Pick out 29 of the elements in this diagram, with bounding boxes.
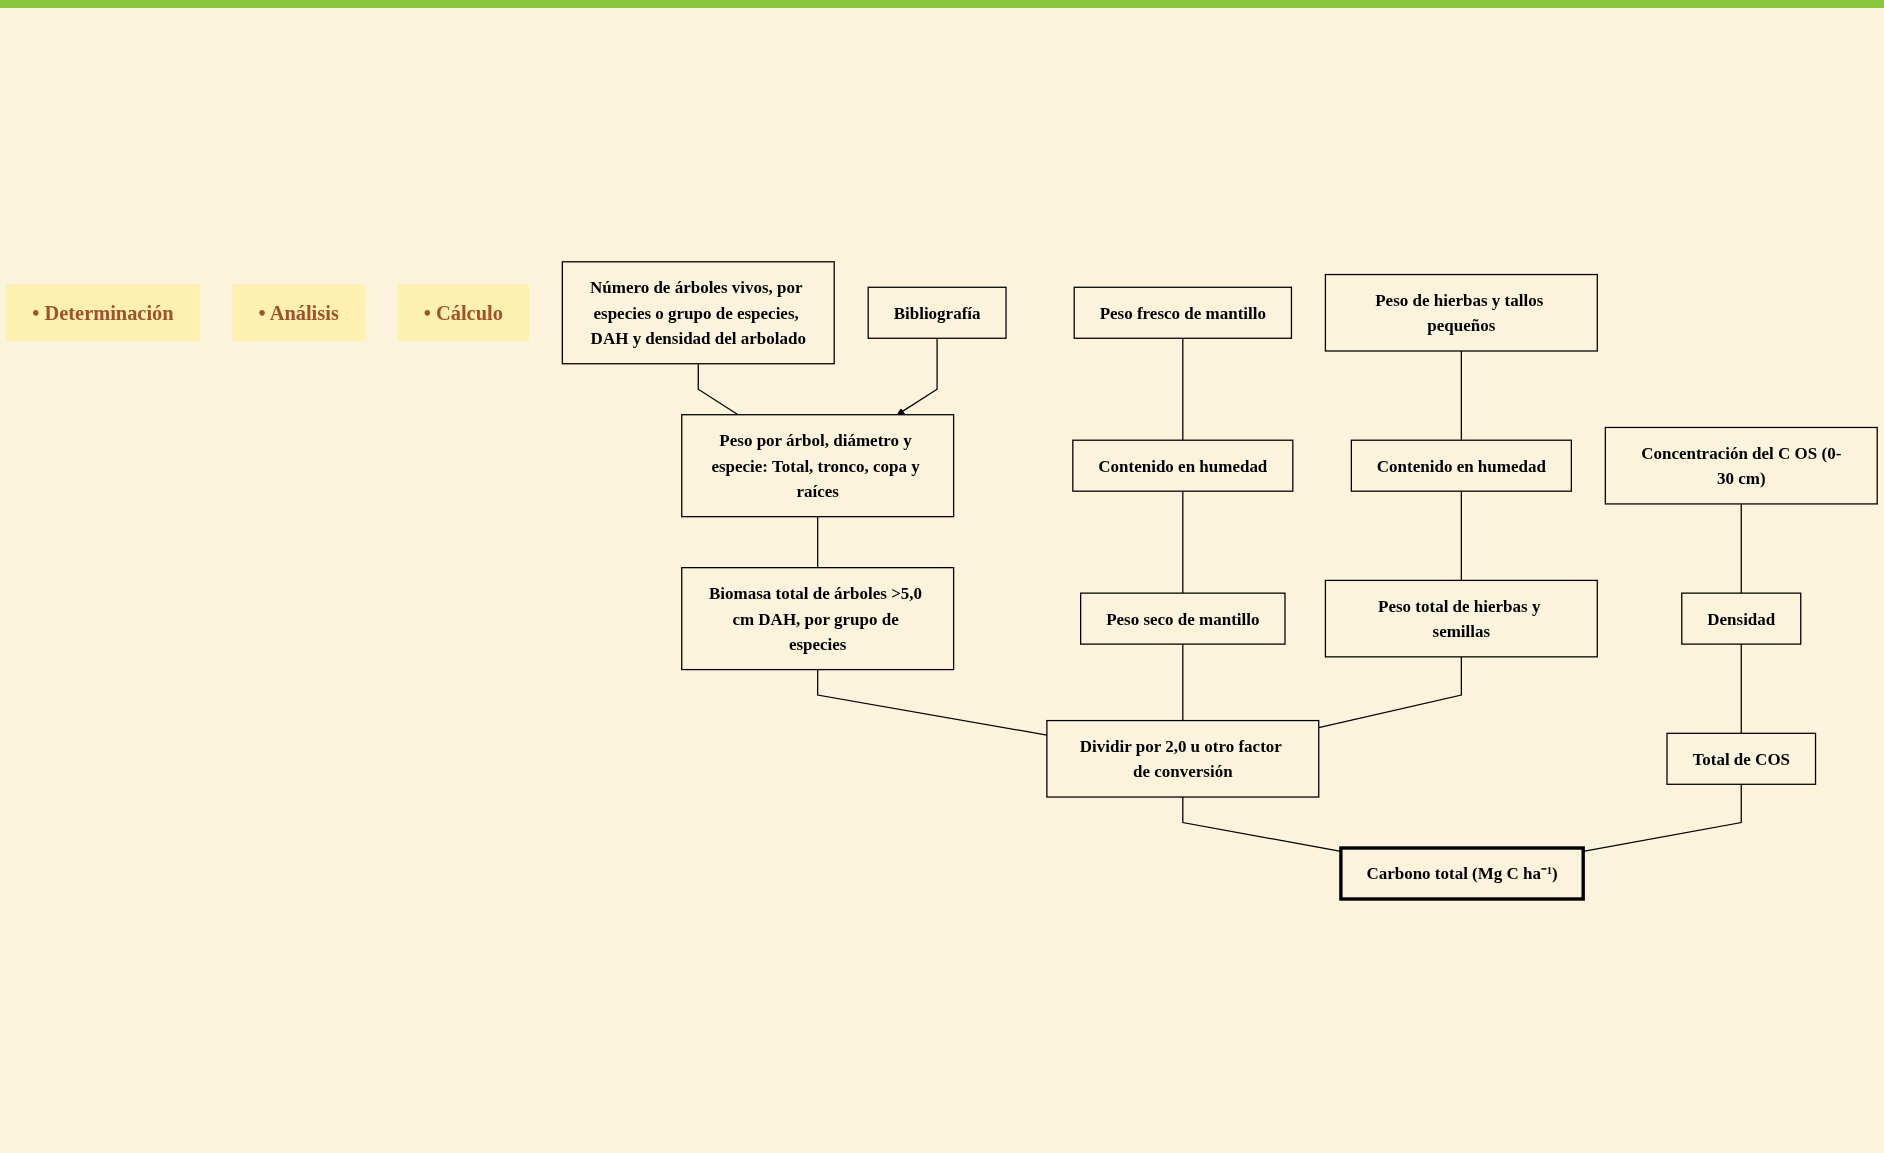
node-box: • Análisis (232, 284, 365, 342)
connector (1460, 350, 1462, 441)
connector (1740, 503, 1742, 594)
node-box: Concentración del C OS (0-30 cm) (1604, 426, 1878, 505)
node-box: Biomasa total de árboles >5,0 cm DAH, por grupo de especies (681, 567, 955, 671)
node-box: Contenido en humedad (1350, 439, 1572, 492)
node-box: Peso por árbol, diámetro y especie: Total, tronco, copa y raíces (681, 414, 955, 518)
connector (1182, 337, 1184, 441)
node-box: • Determinación (6, 284, 200, 342)
node-box: Total de COS (1666, 732, 1817, 786)
connector (1460, 490, 1462, 582)
node-box: Bibliografía (867, 286, 1007, 339)
arrow (896, 337, 938, 416)
node-box: Número de árboles vivos, por especies o grupo de especies, DAH y densidad del arbolado (561, 261, 835, 365)
connector (1182, 643, 1184, 722)
node-box: Peso fresco de mantillo (1073, 286, 1293, 339)
node-box: Peso total de hierbas y semillas (1324, 579, 1598, 658)
node-box: Peso de hierbas y tallos pequeños (1324, 274, 1598, 352)
node-box: Dividir por 2,0 u otro factor de conversión (1046, 720, 1320, 798)
node-box: Contenido en humedad (1072, 439, 1294, 492)
node-box: Carbono total (Mg C ha⁻¹) (1339, 846, 1585, 901)
connector (1182, 490, 1184, 594)
node-box: Peso seco de mantillo (1080, 592, 1286, 645)
node-box: • Cálculo (397, 284, 529, 342)
connector (817, 516, 819, 569)
connector (1740, 643, 1742, 735)
node-box: Densidad (1681, 592, 1802, 645)
connector (1318, 656, 1462, 729)
connector (697, 363, 739, 416)
